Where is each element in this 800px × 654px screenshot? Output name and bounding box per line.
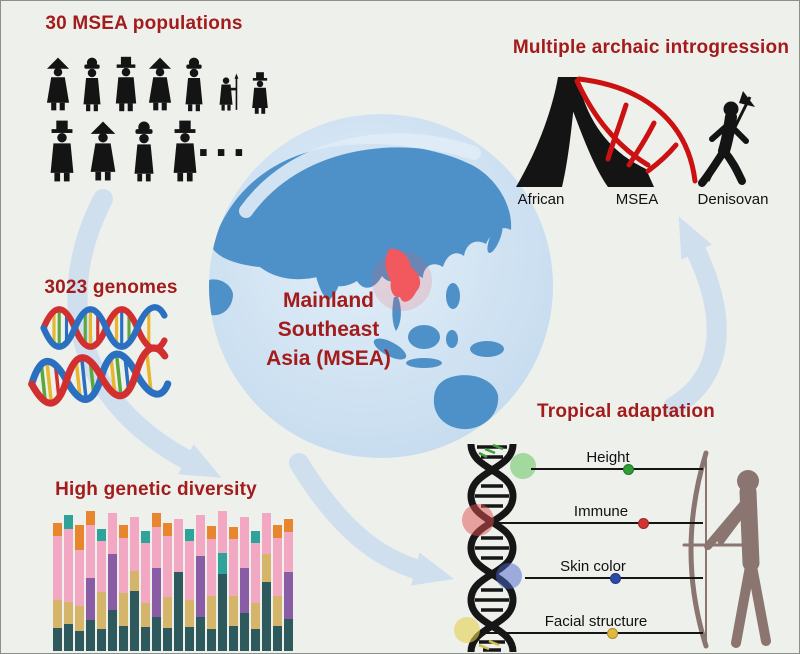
person-with-spear-icon: [218, 72, 240, 112]
height-region-blob: [510, 453, 536, 479]
trait-label: Facial structure: [544, 613, 648, 630]
adaptation-title: Tropical adaptation: [537, 401, 715, 422]
label-denisovan: Denisovan: [697, 191, 769, 208]
trait-label: Skin color: [560, 558, 626, 575]
dna-rungs: [475, 445, 509, 652]
person-silhouette-icon: [46, 57, 70, 111]
person-silhouette-icon: [173, 120, 197, 182]
admixture-bar: [108, 513, 117, 651]
dna-strand: [467, 443, 517, 653]
person-silhouette-icon: [185, 57, 203, 112]
admixture-bar: [284, 519, 293, 651]
tree-msea-branch: [566, 77, 654, 187]
trait-row-immune: Immune: [498, 498, 703, 529]
admixture-bar: [97, 529, 106, 651]
arrow-adaptation-to-introgression-icon: [663, 216, 727, 417]
trait-label: Height: [586, 449, 630, 466]
dna-helix-icon: [40, 304, 168, 352]
trait-dot: [607, 628, 618, 639]
globe-label-line3: Asia (MSEA): [266, 346, 391, 370]
admixture-bar: [119, 525, 128, 651]
label-msea: MSEA: [615, 191, 659, 208]
admixture-bar: [229, 527, 238, 651]
admixture-bar: [86, 511, 95, 651]
trait-line: [498, 522, 703, 524]
populations-title: 30 MSEA populations: [45, 13, 243, 34]
admixture-bar: [75, 525, 84, 651]
person-silhouette-icon: [115, 56, 137, 112]
person-silhouette-icon: [148, 57, 172, 111]
admixture-bar: [64, 515, 73, 651]
person-silhouette-icon: [83, 57, 101, 112]
globe-label: Mainland Southeast Asia (MSEA): [241, 287, 416, 374]
introgression-red-branches: [574, 76, 698, 184]
adaptation-dna-icon: [454, 443, 536, 653]
populations-ellipsis: ...: [197, 114, 251, 166]
admixture-bar: [240, 517, 249, 651]
admixture-bar: [163, 523, 172, 651]
globe-label-line2: Southeast: [277, 317, 380, 341]
person-silhouette-icon: [252, 72, 268, 114]
admixture-bar: [196, 515, 205, 651]
trait-dot: [638, 518, 649, 529]
archer-icon: [682, 450, 771, 649]
diversity-title: High genetic diversity: [55, 479, 257, 500]
dna-strand: [467, 443, 517, 653]
admixture-bar: [218, 511, 227, 651]
dna-helix-icon: [28, 344, 172, 407]
label-african: African: [517, 191, 565, 208]
skin-region-blob: [496, 563, 522, 589]
admixture-bar: [185, 529, 194, 651]
person-silhouette-icon: [50, 120, 74, 182]
globe-graphic: [209, 114, 553, 458]
admixture-bar: [141, 531, 150, 651]
trait-dot: [623, 464, 634, 475]
facial-region-blob: [454, 617, 480, 643]
trait-line: [484, 632, 703, 634]
person-silhouette-icon: [134, 121, 154, 182]
immune-region-blob: [462, 504, 494, 536]
admixture-bar: [207, 526, 216, 651]
dna-variant-ticks: [478, 443, 504, 651]
admixture-chart: [53, 506, 295, 651]
admixture-bar: [262, 513, 271, 651]
trait-row-skin-color: Skin color: [525, 553, 703, 584]
arrow-globe-to-adaptation-icon: [289, 453, 454, 586]
introgression-tree-graphic: [516, 76, 755, 187]
admixture-bar: [53, 523, 62, 651]
genomes-title: 3023 genomes: [44, 277, 178, 298]
trait-row-facial-structure: Facial structure: [484, 608, 703, 639]
trait-line: [531, 468, 703, 470]
population-figures-row1: [46, 56, 268, 114]
globe-swirl-arrow-icon: [239, 133, 481, 218]
globe-label-line1: Mainland: [282, 289, 374, 312]
admixture-bar: [174, 519, 183, 651]
trait-row-height: Height: [531, 444, 703, 475]
tree-african-branch: [516, 77, 577, 187]
denisovan-icon: [698, 91, 755, 187]
introgression-title: Multiple archaic introgression: [512, 37, 790, 58]
trait-dot: [610, 573, 621, 584]
trait-label: Immune: [573, 503, 629, 520]
person-silhouette-icon: [90, 121, 116, 181]
admixture-bar: [251, 531, 260, 651]
admixture-bar: [273, 525, 282, 651]
admixture-bar: [130, 517, 139, 651]
msea-region-highlight: [385, 248, 421, 302]
admixture-bar: [152, 513, 161, 651]
population-figures-row2: [50, 120, 197, 182]
